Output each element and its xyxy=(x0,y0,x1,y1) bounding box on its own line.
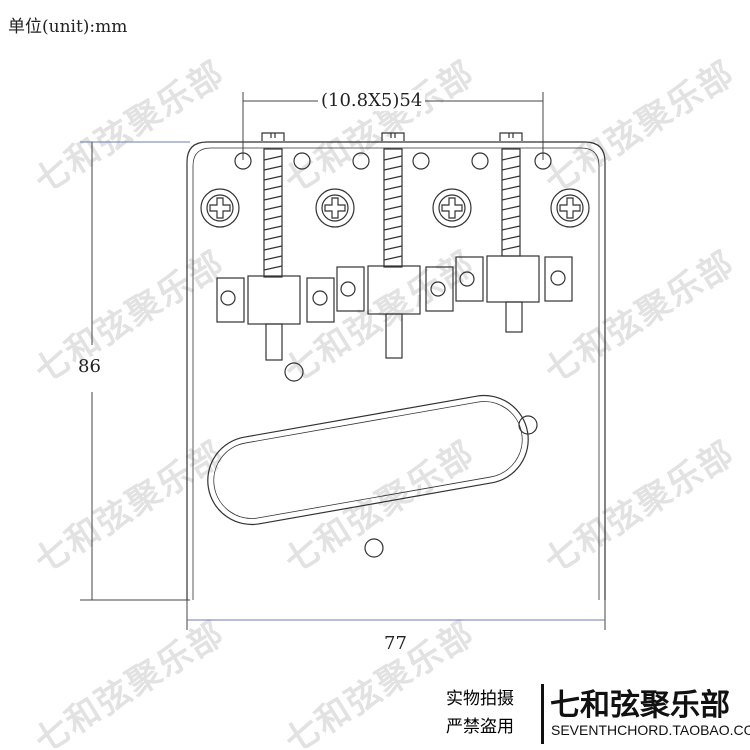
brand-footer: 实物拍摄 严禁盗用 七和弦聚乐部 SEVENTHCHORD.TAOBAO.COM xyxy=(438,680,750,750)
footer-note-1: 实物拍摄 xyxy=(446,689,514,709)
plate-holes xyxy=(284,362,538,558)
brand-name: 七和弦聚乐部 xyxy=(550,688,730,723)
mounting-screws xyxy=(200,188,590,228)
saddle-1 xyxy=(216,132,335,361)
pickup-slot xyxy=(207,394,529,526)
saddle-3 xyxy=(455,132,573,333)
bridge-plate xyxy=(186,141,606,600)
dimension-lines xyxy=(80,92,606,630)
footer-divider xyxy=(541,684,544,744)
saddle-spacing-dimension: (10.8X5)54 xyxy=(318,90,426,111)
height-dimension: 86 xyxy=(78,356,101,377)
string-holes xyxy=(234,152,552,170)
width-dimension: 77 xyxy=(384,633,407,654)
saddle-2 xyxy=(336,132,454,359)
brand-url: SEVENTHCHORD.TAOBAO.COM xyxy=(551,722,750,738)
footer-note-2: 严禁盗用 xyxy=(446,717,514,737)
unit-label: 单位(unit):mm xyxy=(8,17,128,37)
